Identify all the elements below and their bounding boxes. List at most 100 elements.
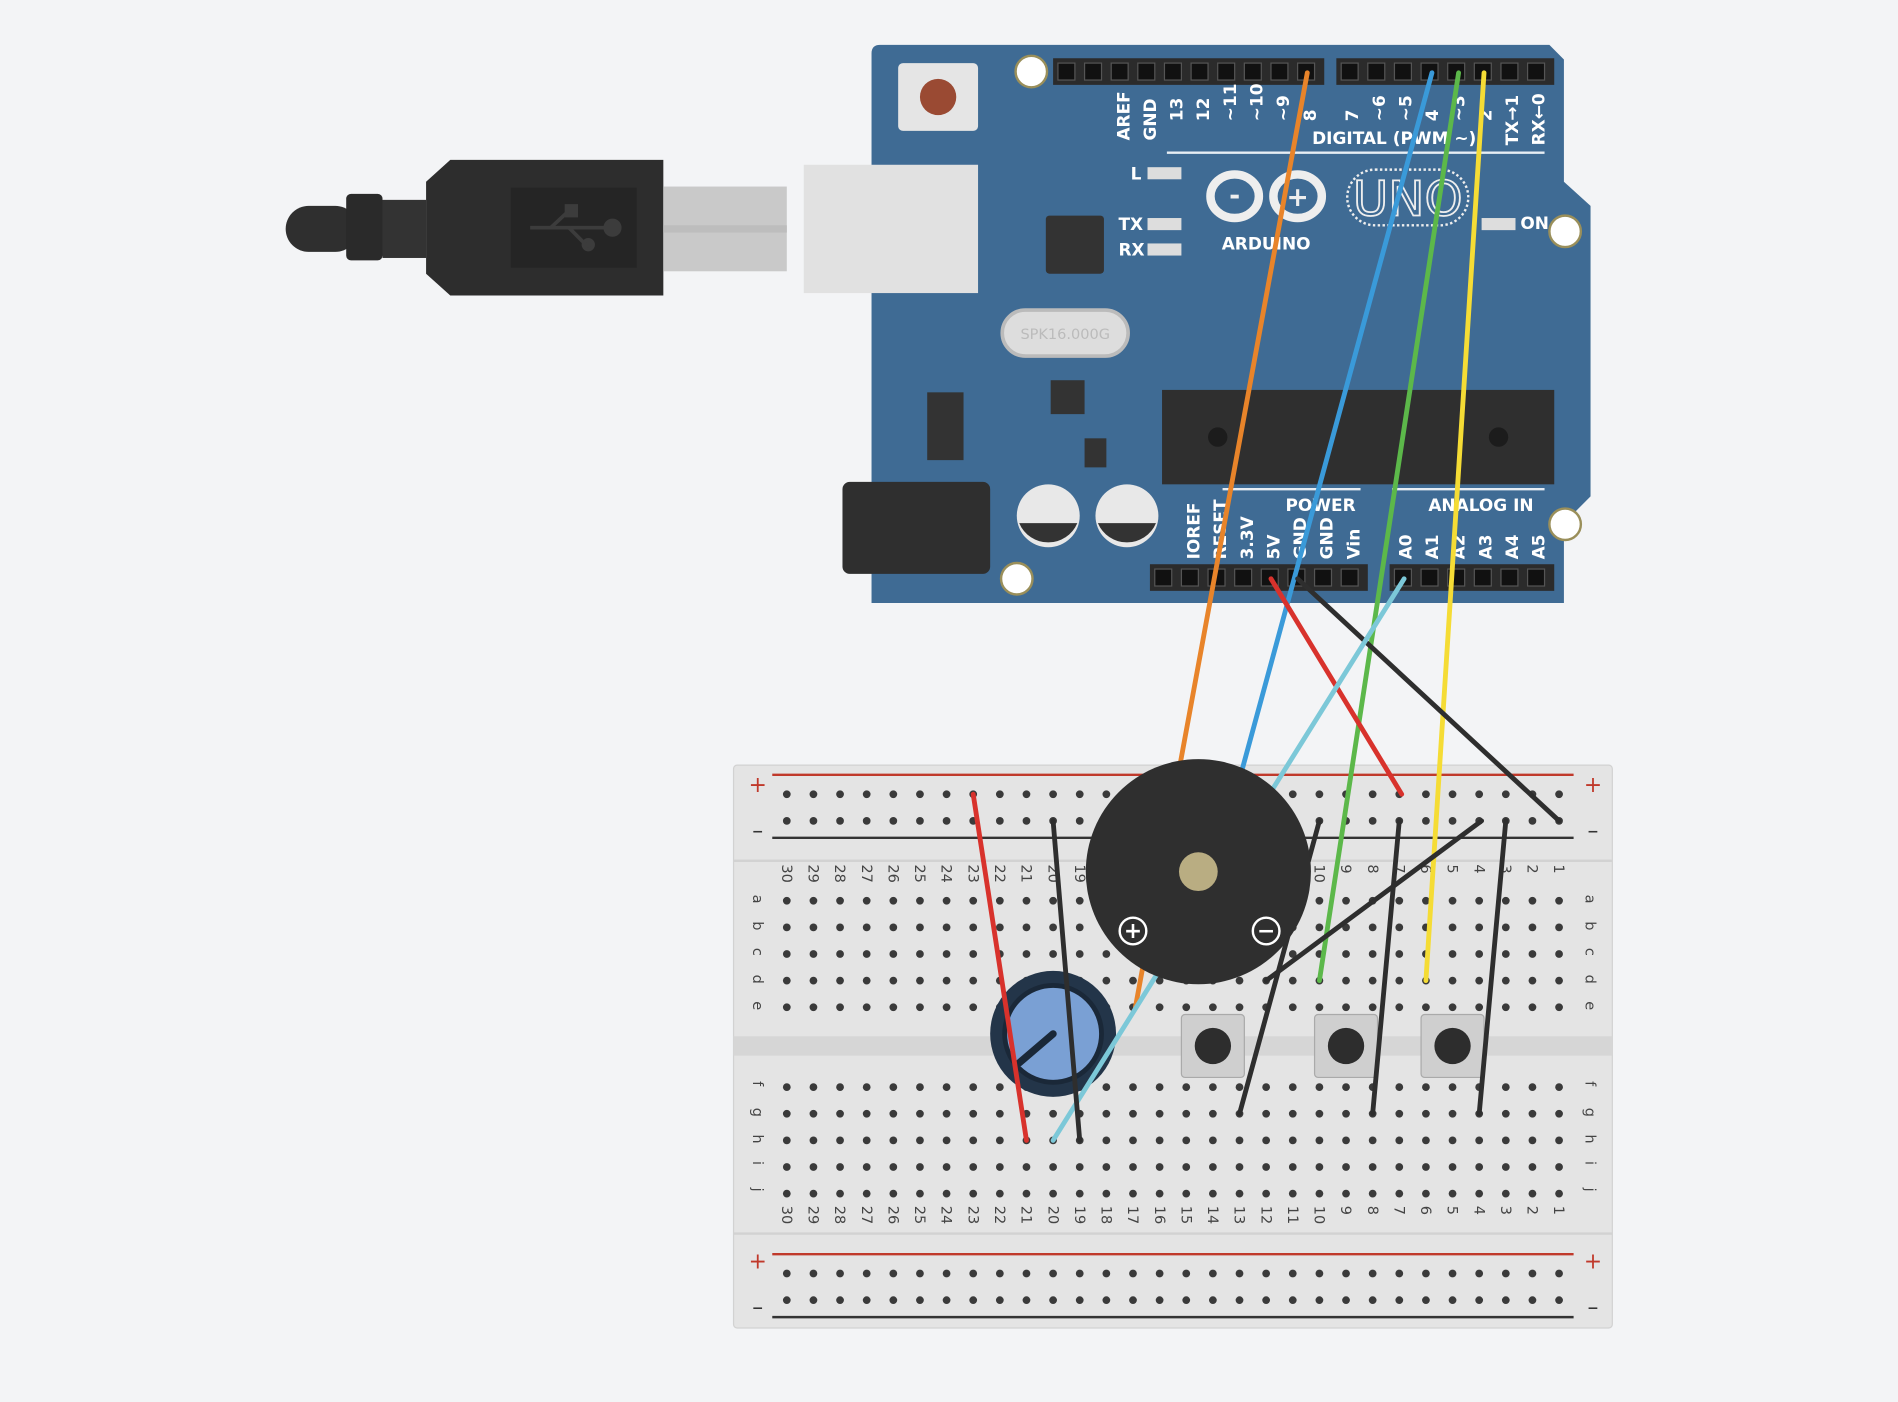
breadboard-hole[interactable] [1475,896,1484,905]
breadboard-hole[interactable] [1209,1296,1217,1305]
breadboard-hole[interactable] [1501,790,1510,799]
breadboard-hole[interactable] [942,1136,951,1145]
breadboard-hole[interactable] [1422,1083,1430,1092]
breadboard-hole[interactable] [1342,1083,1350,1092]
breadboard-hole[interactable] [809,923,818,932]
breadboard-hole[interactable] [1475,1189,1484,1198]
breadboard-hole[interactable] [1262,1109,1271,1118]
breadboard-hole[interactable] [1315,1163,1324,1171]
breadboard-hole[interactable] [1235,1136,1244,1145]
breadboard-hole[interactable] [916,976,924,985]
breadboard-hole[interactable] [1368,816,1377,825]
breadboard-hole[interactable] [1102,1083,1111,1092]
breadboard-hole[interactable] [1475,923,1484,932]
breadboard-hole[interactable] [862,976,871,985]
breadboard-hole[interactable] [995,923,1004,932]
breadboard-hole[interactable] [1155,1083,1164,1092]
breadboard-hole[interactable] [1022,1269,1031,1278]
breadboard-hole[interactable] [836,1083,844,1092]
breadboard-hole[interactable] [862,1003,871,1012]
breadboard-hole[interactable] [862,1083,871,1092]
breadboard-hole[interactable] [1342,1189,1350,1198]
breadboard-hole[interactable] [995,1109,1004,1118]
breadboard-hole[interactable] [1155,1189,1164,1198]
breadboard-hole[interactable] [1155,1163,1164,1171]
wire-pin3[interactable] [1316,70,1462,984]
breadboard-hole[interactable] [889,1109,898,1118]
header-pin[interactable] [1180,568,1199,587]
breadboard-hole[interactable] [942,1296,951,1305]
breadboard-hole[interactable] [1022,1296,1031,1305]
breadboard-hole[interactable] [836,923,844,932]
breadboard-hole[interactable] [1102,950,1111,958]
usb-cable[interactable] [285,159,787,296]
wire-pin4[interactable] [1238,70,1435,778]
breadboard-hole[interactable] [1555,1083,1563,1092]
breadboard-hole[interactable] [1129,1109,1137,1118]
breadboard-hole[interactable] [836,1189,844,1198]
breadboard-hole[interactable] [942,1269,951,1278]
breadboard-hole[interactable] [1501,1136,1510,1145]
breadboard-hole[interactable] [1555,790,1563,799]
breadboard-hole[interactable] [1235,1003,1244,1012]
breadboard-hole[interactable] [1049,896,1057,905]
breadboard-hole[interactable] [1501,896,1510,905]
breadboard-hole[interactable] [1315,1136,1324,1145]
breadboard-hole[interactable] [1262,1163,1271,1171]
breadboard-hole[interactable] [1235,1189,1244,1198]
breadboard-hole[interactable] [969,896,978,905]
header-pin[interactable] [1313,568,1333,587]
breadboard-hole[interactable] [809,816,818,825]
breadboard-hole[interactable] [942,950,951,958]
breadboard-hole[interactable] [782,1296,791,1305]
breadboard-hole[interactable] [809,1296,818,1305]
breadboard-hole[interactable] [889,1003,898,1012]
breadboard-hole[interactable] [916,1109,924,1118]
breadboard-hole[interactable] [836,1003,844,1012]
breadboard-hole[interactable] [969,1269,978,1278]
breadboard-hole[interactable] [1235,1269,1244,1278]
breadboard-hole[interactable] [1075,790,1084,799]
breadboard-hole[interactable] [969,1296,978,1305]
breadboard-hole[interactable] [995,1083,1004,1092]
breadboard-hole[interactable] [889,1296,898,1305]
breadboard-hole[interactable] [1448,1083,1457,1092]
breadboard-hole[interactable] [1129,1296,1137,1305]
header-pin[interactable] [1217,62,1236,81]
header-pin[interactable] [1473,568,1492,587]
breadboard-hole[interactable] [1395,1136,1404,1145]
breadboard-hole[interactable] [1501,1003,1510,1012]
breadboard-hole[interactable] [1155,1136,1164,1145]
breadboard-hole[interactable] [1288,1109,1297,1118]
breadboard-hole[interactable] [1288,1269,1297,1278]
wire-pin2[interactable] [1423,70,1487,984]
breadboard-hole[interactable] [1422,1003,1430,1012]
breadboard-hole[interactable] [916,1003,924,1012]
breadboard-hole[interactable] [1475,1163,1484,1171]
breadboard-hole[interactable] [1209,1003,1217,1012]
breadboard-hole[interactable] [889,1163,898,1171]
breadboard-hole[interactable] [1448,1269,1457,1278]
breadboard-hole[interactable] [1288,790,1297,799]
breadboard-hole[interactable] [809,896,818,905]
breadboard-hole[interactable] [1555,923,1563,932]
breadboard-hole[interactable] [1315,896,1324,905]
breadboard-hole[interactable] [809,790,818,799]
header-pin[interactable] [1083,62,1103,81]
breadboard-hole[interactable] [916,923,924,932]
breadboard-hole[interactable] [809,1269,818,1278]
breadboard-hole[interactable] [1129,1163,1137,1171]
breadboard-hole[interactable] [836,1109,844,1118]
breadboard-hole[interactable] [1209,1083,1217,1092]
breadboard-hole[interactable] [1235,976,1244,985]
breadboard-hole[interactable] [1288,1163,1297,1171]
breadboard-hole[interactable] [1102,790,1111,799]
breadboard-hole[interactable] [1129,1136,1137,1145]
breadboard-hole[interactable] [916,896,924,905]
breadboard-hole[interactable] [782,1083,791,1092]
breadboard-hole[interactable] [782,896,791,905]
breadboard-hole[interactable] [862,1296,871,1305]
breadboard-hole[interactable] [1129,1083,1137,1092]
breadboard-hole[interactable] [942,923,951,932]
breadboard-hole[interactable] [889,1136,898,1145]
